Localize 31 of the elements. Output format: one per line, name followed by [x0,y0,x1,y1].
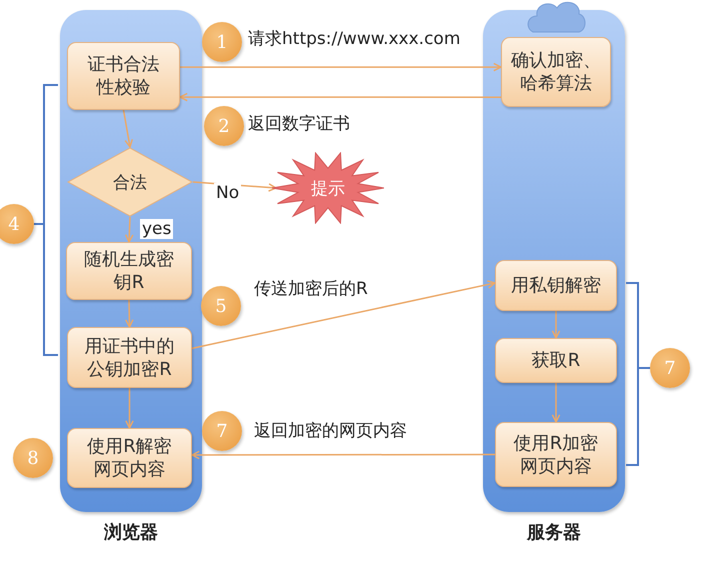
step-number-circle: 1 [202,22,242,62]
arrow [552,311,560,339]
process-box: 证书合法性校验 [67,42,180,110]
arrow [180,62,502,72]
arrow [179,92,501,102]
process-box: 随机生成密钥R [66,242,192,300]
step-number-circle: 8 [13,438,53,478]
process-box: 用证书中的公钥加密R [67,327,192,388]
lane-label: 浏览器 [102,521,159,544]
lane-label: 服务器 [526,521,582,544]
step-number-circle: 7 [650,348,690,388]
arrow [192,181,277,192]
step-number-circle: 7 [202,411,242,451]
process-box: 确认加密、哈希算法 [501,37,611,107]
arrow [125,388,134,429]
arrow [192,280,496,350]
edge-label: yes [140,219,174,239]
step-number-circle: 5 [201,286,241,326]
decision-diamond: 合法 [67,147,193,217]
step-number-circle: 2 [204,106,244,146]
arrow [124,216,134,243]
step-number-circle: 4 [0,204,34,244]
process-box: 使用R解密网页内容 [67,428,192,488]
arrow [125,300,134,328]
arrow [122,110,134,148]
arrow [191,450,495,460]
starburst-shape: 提示 [272,152,384,224]
process-box: 获取R [495,338,617,383]
process-box: 使用R加密网页内容 [495,422,617,487]
process-box: 用私钥解密 [495,260,617,311]
arrow [552,383,560,423]
